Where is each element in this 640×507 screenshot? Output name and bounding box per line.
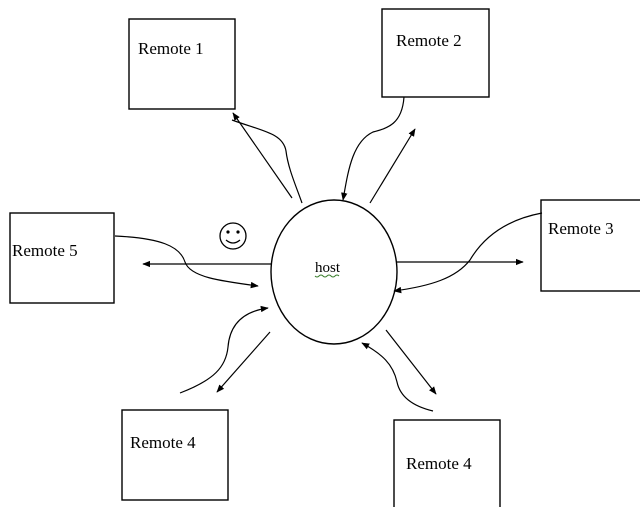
remote-4-right-label: Remote 4 xyxy=(406,454,472,473)
remote-4-left-to-host-curve xyxy=(179,305,269,394)
remote-3-label: Remote 3 xyxy=(548,219,614,238)
remote-5-label: Remote 5 xyxy=(12,241,78,260)
host-label: host xyxy=(315,260,341,276)
remote-5-to-host-curve xyxy=(114,235,259,289)
remote-1-to-host-curve xyxy=(231,119,303,204)
host-to-remote-4-left-arrow xyxy=(216,331,271,393)
remote-4-left-node: Remote 4 xyxy=(121,409,229,501)
host-to-remote-2-arrow xyxy=(369,128,416,204)
host-to-remote-1-arrow xyxy=(232,112,293,199)
remote-1-node: Remote 1 xyxy=(128,18,236,110)
remote-5-box xyxy=(9,212,115,304)
remote-3-to-host-curve xyxy=(393,212,543,294)
smiley-face-icon xyxy=(219,222,247,250)
spellcheck-underline xyxy=(314,274,340,278)
remote-4-right-node: Remote 4 xyxy=(393,419,501,507)
host-ellipse xyxy=(270,199,398,345)
remote-4-left-box xyxy=(121,409,229,501)
remote-2-box xyxy=(381,8,490,98)
remote-2-label: Remote 2 xyxy=(396,31,462,50)
remote-3-box xyxy=(540,199,640,292)
remote-4-left-label: Remote 4 xyxy=(130,433,196,452)
remote-1-label: Remote 1 xyxy=(138,39,204,58)
remote-2-to-host-curve xyxy=(341,96,405,201)
remote-3-node: Remote 3 xyxy=(540,199,640,292)
host-to-remote-4-right-arrow xyxy=(385,329,437,395)
host-node: host xyxy=(270,199,398,345)
remote-5-node: Remote 5 xyxy=(9,212,115,304)
remote-1-box xyxy=(128,18,236,110)
remote-4-right-to-host-curve xyxy=(361,342,434,412)
remote-2-node: Remote 2 xyxy=(381,8,490,98)
remote-4-right-box xyxy=(393,419,501,507)
